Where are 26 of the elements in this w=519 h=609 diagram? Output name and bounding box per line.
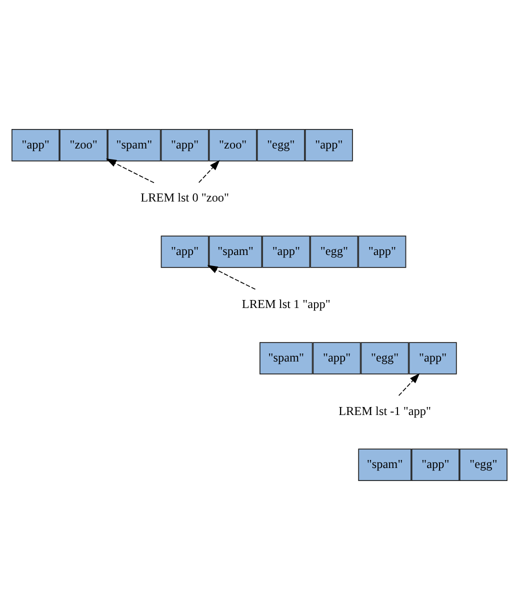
node-box: "spam" bbox=[208, 235, 262, 268]
node-box: "app" bbox=[312, 342, 361, 374]
node-box: "app" bbox=[12, 128, 60, 161]
node-box: "app" bbox=[160, 235, 209, 268]
arrow bbox=[207, 264, 256, 290]
node-box: "spam" bbox=[358, 448, 412, 480]
node-box: "egg" bbox=[459, 448, 508, 480]
node-box: "spam" bbox=[108, 128, 161, 161]
node-box: "app" bbox=[408, 342, 457, 374]
node-box: "egg" bbox=[310, 235, 358, 268]
node-box: "egg" bbox=[360, 342, 409, 374]
node-box: "app" bbox=[304, 128, 353, 161]
node-text: LREM lst 0 "zoo" bbox=[140, 190, 230, 204]
arrow bbox=[398, 372, 420, 396]
node-box: "spam" bbox=[260, 342, 313, 374]
node-text: LREM lst 1 "app" bbox=[242, 296, 330, 311]
node-box: "app" bbox=[160, 128, 209, 161]
node-box: "zoo" bbox=[208, 128, 257, 161]
arrow bbox=[198, 160, 220, 182]
arrow bbox=[106, 158, 154, 183]
node-box: "app" bbox=[262, 235, 310, 268]
node-box: "zoo" bbox=[60, 128, 108, 161]
node-box: "egg" bbox=[256, 128, 305, 161]
node-box: "app" bbox=[411, 448, 460, 480]
node-text: LREM lst -1 "app" bbox=[338, 403, 432, 418]
node-box: "app" bbox=[358, 235, 406, 268]
